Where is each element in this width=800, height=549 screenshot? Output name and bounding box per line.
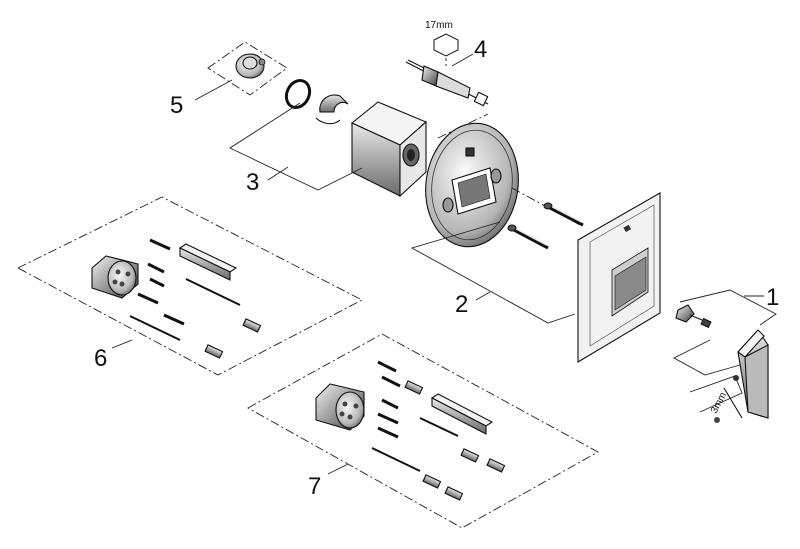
part-1-bracket-lower (673, 339, 741, 376)
retaining-clip (315, 94, 349, 125)
sleeves-6 (204, 318, 262, 359)
wrench-size-label: 17mm (425, 20, 453, 31)
leader-5 (194, 79, 233, 101)
part-2-group: 2 (410, 202, 584, 324)
square-sleeve (350, 101, 428, 198)
hex-key-group: 3mm (689, 375, 743, 423)
leader-4 (451, 53, 474, 67)
callout-4: 4 (474, 36, 487, 63)
part-5-group: 5 (170, 41, 288, 119)
part-5-outline (207, 41, 288, 96)
long-screw-upper (543, 202, 584, 227)
callout-5: 5 (170, 92, 183, 119)
square-extension-rod-7 (430, 393, 494, 435)
square-extension-rod-6 (178, 243, 238, 281)
part-3-bracket (229, 102, 363, 191)
part-3-group: 3 (229, 78, 428, 198)
leader-3 (267, 166, 289, 181)
round-escutcheon (425, 113, 581, 248)
cartridge-7 (315, 383, 365, 431)
callout-2: 2 (455, 291, 468, 318)
hex-nut-symbol (433, 33, 459, 57)
long-screw-lower (507, 224, 549, 250)
sleeves-7 (404, 380, 506, 501)
part-2-bracket (410, 221, 576, 324)
part-4-group: 17mm 4 (405, 20, 489, 107)
screws-7 (371, 360, 459, 472)
leader-2 (475, 291, 491, 301)
stem-adapter (235, 53, 266, 79)
set-screw-small (700, 317, 712, 329)
hex-key (723, 387, 743, 419)
callout-1: 1 (766, 284, 779, 311)
part-6-panel (17, 196, 363, 376)
part-1-group: 1 (673, 284, 779, 419)
callout-6: 6 (94, 345, 107, 372)
cartridge-6 (91, 255, 139, 299)
callout-7: 7 (308, 473, 321, 500)
part-1-bracket (679, 289, 777, 326)
square-cover-plate (577, 192, 661, 363)
threaded-stem (405, 59, 489, 107)
hex-key-size-label: 3mm (709, 391, 729, 416)
adapter-nut (675, 304, 703, 323)
part-6-group: 6 (17, 196, 363, 376)
lever-handle (737, 329, 769, 419)
part-7-group: 7 (247, 333, 599, 529)
o-ring (284, 78, 312, 110)
screws-6 (129, 238, 241, 341)
callout-3: 3 (246, 169, 259, 196)
leader-6 (111, 339, 133, 349)
leader-7 (327, 463, 349, 475)
part-7-panel (247, 333, 599, 529)
